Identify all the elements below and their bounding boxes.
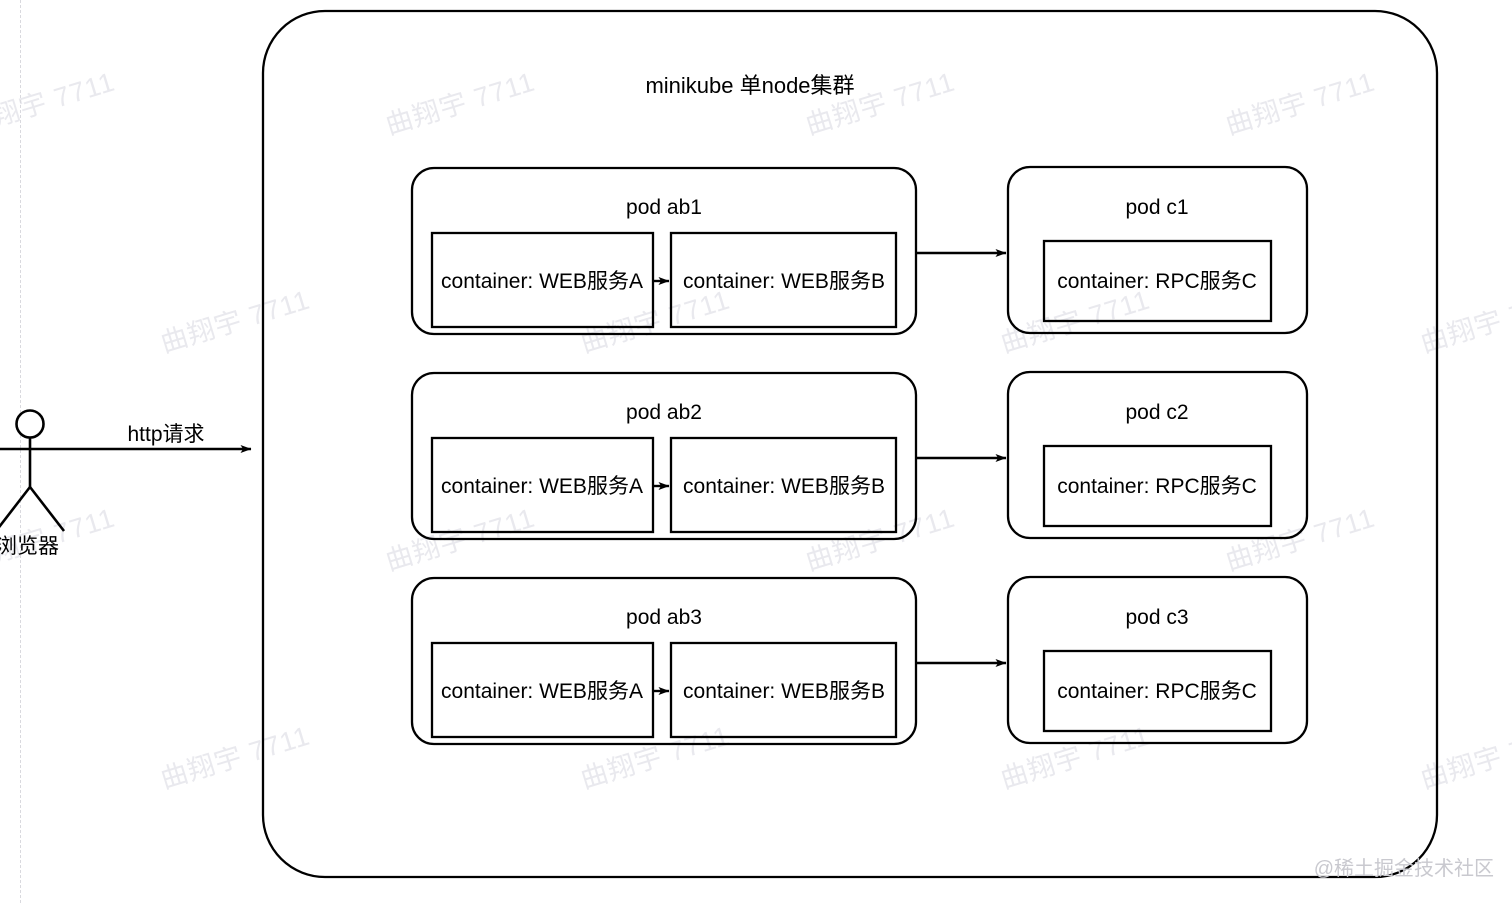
watermark-tile: 曲翔宇 7711	[1417, 284, 1512, 359]
watermark-tile: 曲翔宇 7711	[1222, 502, 1379, 577]
pod-c1-container-c-label: container: RPC服务C	[1057, 270, 1257, 293]
pod-c3-box	[1006, 575, 1309, 745]
pod-ab3-container-a-label: container: WEB服务A	[441, 680, 643, 703]
watermark-tile: 曲翔宇 7711	[382, 66, 539, 141]
cluster-title: minikube 单node集群	[645, 73, 855, 98]
watermark-tile: 曲翔宇 7711	[802, 502, 959, 577]
watermark-tile: 曲翔宇 7711	[577, 720, 734, 795]
actor-browser-figure	[0, 409, 74, 532]
pod-ab1-container-b-label: container: WEB服务B	[683, 270, 885, 293]
cluster-boundary-box	[261, 9, 1439, 879]
pod-c3-container-c-label: container: RPC服务C	[1057, 680, 1257, 703]
pod-ab3-box	[410, 576, 918, 746]
actor-browser-label: 浏览器	[0, 535, 59, 558]
pod-ab1-box	[410, 166, 918, 336]
watermark-tile: 曲翔宇 7711	[0, 66, 119, 141]
pod-c3-title: pod c3	[1125, 606, 1189, 629]
watermark-tile: 曲翔宇 7711	[997, 720, 1154, 795]
watermark-tile: 曲翔宇 7711	[157, 720, 314, 795]
pod-c1-title: pod c1	[1125, 196, 1189, 219]
watermark-tile: 曲翔宇 7711	[1417, 720, 1512, 795]
pod-ab1-container-a-label: container: WEB服务A	[441, 270, 643, 293]
guide-dashed-line	[20, 0, 21, 903]
pod-ab2-box	[410, 371, 918, 541]
watermark-tile: 曲翔宇 7711	[382, 502, 539, 577]
pod-ab2-container-a-label: container: WEB服务A	[441, 475, 643, 498]
corner-watermark: @稀土掘金技术社区	[1313, 858, 1494, 880]
pod-ab2-title: pod ab2	[626, 401, 702, 424]
pod-ab2-container-b-label: container: WEB服务B	[683, 475, 885, 498]
pod-c2-box	[1006, 370, 1309, 540]
pod-c2-title: pod c2	[1125, 401, 1189, 424]
edge-http-request-label: http请求	[127, 423, 205, 446]
pod-ab1-title: pod ab1	[626, 196, 702, 219]
watermark-tile: 曲翔宇 7711	[157, 284, 314, 359]
pod-c1-box	[1006, 165, 1309, 335]
pod-c2-container-c-label: container: RPC服务C	[1057, 475, 1257, 498]
pod-ab3-container-b-label: container: WEB服务B	[683, 680, 885, 703]
pod-ab3-title: pod ab3	[626, 606, 702, 629]
watermark-tile: 曲翔宇 7711	[1222, 66, 1379, 141]
